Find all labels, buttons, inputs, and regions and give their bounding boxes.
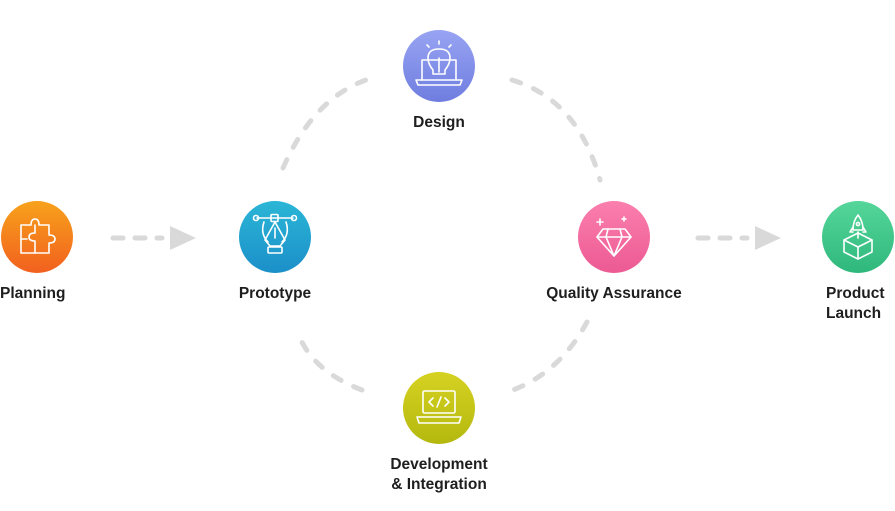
design-label: Design xyxy=(413,114,465,131)
node-development-integration: Development & Integration xyxy=(390,372,488,493)
node-design: Design xyxy=(403,30,475,131)
connector-development-prototype xyxy=(297,335,365,393)
code-laptop-icon xyxy=(416,390,462,424)
node-product-launch: Product Launch xyxy=(822,201,894,322)
node-prototype: Prototype xyxy=(239,201,312,302)
planning-circle xyxy=(1,201,73,273)
development-label-line1: Development xyxy=(390,456,487,473)
arrow-planning-prototype xyxy=(110,226,196,250)
quality-label: Quality Assurance xyxy=(546,285,682,302)
launch-label-line2: Launch xyxy=(826,305,881,322)
prototype-label: Prototype xyxy=(239,285,312,302)
connector-quality-development xyxy=(510,319,590,393)
node-planning: Planning xyxy=(0,201,73,302)
node-quality-assurance: Quality Assurance xyxy=(546,201,682,302)
development-circle xyxy=(403,372,475,444)
arrow-quality-launch xyxy=(695,226,781,250)
development-label-line2: & Integration xyxy=(391,476,487,493)
rocket-box-icon xyxy=(843,214,873,260)
lightbulb-laptop-icon xyxy=(415,40,463,86)
launch-label-line1: Product xyxy=(826,285,885,302)
planning-label: Planning xyxy=(0,285,65,302)
connector-design-quality xyxy=(509,77,603,183)
pen-tool-icon xyxy=(252,213,298,254)
diamond-icon xyxy=(596,216,632,257)
connector-prototype-design xyxy=(280,75,375,171)
puzzle-icon xyxy=(20,218,56,254)
